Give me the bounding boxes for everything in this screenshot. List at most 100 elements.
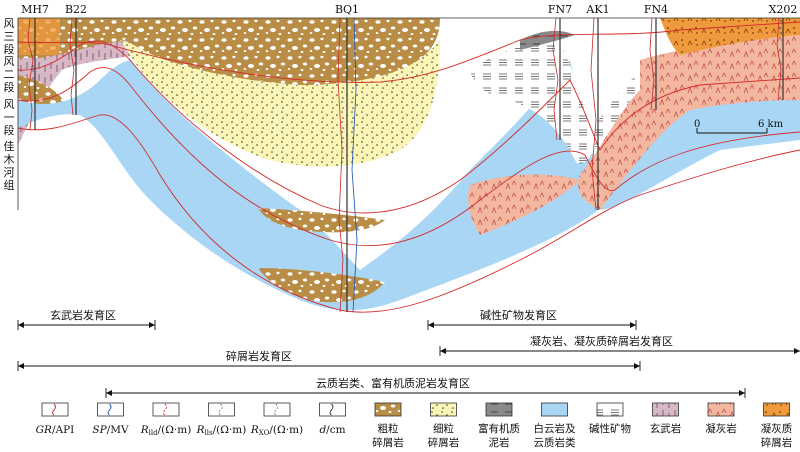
strat-label-feng3: 风三段 (4, 17, 15, 56)
coarse-clastic-fan (110, 18, 440, 85)
strat-char: 段 (4, 42, 15, 56)
fine-clastic-fan (120, 40, 440, 167)
strat-char: 风 (4, 17, 15, 30)
tuffclastic-left-top (18, 18, 60, 55)
legend-swatch-tuffclastic (763, 402, 790, 417)
legend-curve-rlls (218, 403, 223, 416)
well-label-x202: X202 (769, 3, 798, 16)
legend-swatch-rxo (263, 402, 291, 417)
zone-label-dolomitic: 云质岩类、富有机质泥岩发育区 (316, 376, 470, 390)
strat-label-feng2: 风二段 (4, 55, 15, 94)
legend-swatch-dolomite (541, 402, 568, 417)
strat-char: 二 (4, 68, 15, 81)
well-label-ak1: AK1 (585, 3, 609, 16)
boundary-base (17, 114, 800, 313)
strat-char: 佳 (4, 139, 15, 153)
zone-label-basalt: 玄武岩发育区 (50, 308, 116, 322)
well-label-fn4: FN4 (644, 3, 668, 16)
legend-item-basalt: 玄武岩 (650, 402, 682, 435)
scale-bar-end: 6 km (758, 119, 784, 130)
legend-item-rxo: RXO/(Ω·m) (250, 402, 303, 437)
legend-item-gr: GR/API (36, 402, 75, 436)
organic-mud-1 (520, 30, 575, 50)
legend-label-rlls: Rlls/(Ω·m) (196, 424, 247, 437)
legend-label-rxo: RXO/(Ω·m) (250, 424, 303, 437)
legend-swatch-rlld (152, 402, 180, 417)
legend-label-tuff-line1: 凝灰岩 (705, 422, 737, 435)
legend-swatch-fine (430, 402, 457, 417)
legend-label-organic-line1: 富有机质 (478, 422, 520, 435)
well-label-b22: B22 (65, 3, 87, 16)
basalt-body-left (18, 40, 135, 145)
dolomite-basin (18, 60, 800, 311)
legend-curve-d (329, 403, 334, 416)
scale-bar-start: 0 (694, 119, 700, 130)
well-bq1-log (337, 17, 344, 313)
strat-char: 段 (4, 123, 15, 137)
legend-item-d: d/cm (319, 402, 346, 436)
scale-bar: 0 6 km (694, 119, 784, 134)
legend-item-rlld: Rlld/(Ω·m) (140, 402, 192, 437)
legend-curve-sp (107, 403, 112, 416)
legend-swatch-basalt (652, 402, 679, 417)
legend-item-tuff: 凝灰岩 (705, 402, 737, 435)
well-x202-log (776, 17, 782, 101)
legend-label-coarse-line2: 碎屑岩 (372, 436, 404, 449)
strat-char: 段 (4, 80, 15, 94)
boundary-f2 (17, 40, 800, 214)
legend-item-rlls: Rlls/(Ω·m) (196, 402, 247, 437)
legend-swatch-rlls (208, 402, 235, 417)
legend-item-sp: SP/MV (92, 402, 129, 436)
tuff-lens-lower (468, 174, 580, 235)
legend-curve-gr (52, 403, 56, 416)
legend-label-coarse-line1: 粗粒 (378, 422, 399, 435)
tuffclastic-body-right (660, 18, 800, 55)
well-label-fn7: FN7 (548, 3, 572, 16)
well-fn4-log (649, 17, 655, 111)
legend-label-tuffclastic-line2: 碎屑岩 (761, 436, 793, 449)
legend-curve-rlld (163, 403, 167, 416)
well-b22-log (69, 17, 75, 116)
well-bq1-log-2 (351, 17, 358, 313)
legend-label-dolomite-line2: 云质岩类 (534, 436, 576, 449)
legend-label-rlld: Rlld/(Ω·m) (140, 424, 192, 437)
legend-swatch-alkali (596, 402, 624, 417)
coarse-lens-1 (258, 208, 385, 233)
legend-swatch-coarse (374, 402, 402, 417)
strat-char: 河 (4, 166, 15, 179)
legend-label-gr: GR/API (36, 424, 75, 436)
strat-char: 风 (4, 98, 15, 111)
legend-label-alkali-line1: 碱性矿物 (589, 422, 631, 435)
strat-char: 一 (4, 111, 15, 124)
strat-char: 木 (4, 153, 15, 166)
well-label-mh7: MH7 (21, 3, 49, 16)
well-ak1-log (590, 17, 597, 211)
strat-char: 风 (4, 55, 15, 68)
legend-label-fine-line1: 细粒 (433, 422, 454, 435)
boundary-top (17, 21, 800, 83)
legend-item-tuffclastic: 凝灰质碎屑岩 (761, 402, 793, 449)
well-label-bq1: BQ1 (335, 3, 359, 16)
strat-char: 三 (4, 30, 15, 43)
legend-curve-rxo (274, 403, 278, 416)
legend-item-organic: 富有机质泥岩 (478, 402, 520, 449)
legend-label-basalt-line1: 玄武岩 (650, 422, 682, 435)
legend-label-tuffclastic-line1: 凝灰质 (761, 422, 793, 435)
legend-swatch-organic (485, 402, 513, 417)
strat-label-feng1: 风一段 (4, 98, 15, 137)
legend-label-sp: SP/MV (92, 424, 129, 436)
legend-label-d: d/cm (319, 424, 345, 436)
legend-item-alkali: 碱性矿物 (589, 402, 631, 435)
coarse-lens-2 (258, 268, 385, 303)
legend-label-organic-line2: 泥岩 (489, 436, 510, 449)
zone-label-tuff: 凝灰岩、凝灰质碎屑岩发育区 (530, 334, 673, 348)
well-mh7-log (27, 17, 34, 131)
strat-char: 组 (4, 178, 15, 192)
tuff-body-right (578, 35, 800, 210)
legend-label-fine-line2: 碎屑岩 (428, 436, 460, 449)
legend-swatch-tuff (707, 402, 735, 417)
well-fn7-log (552, 17, 559, 141)
